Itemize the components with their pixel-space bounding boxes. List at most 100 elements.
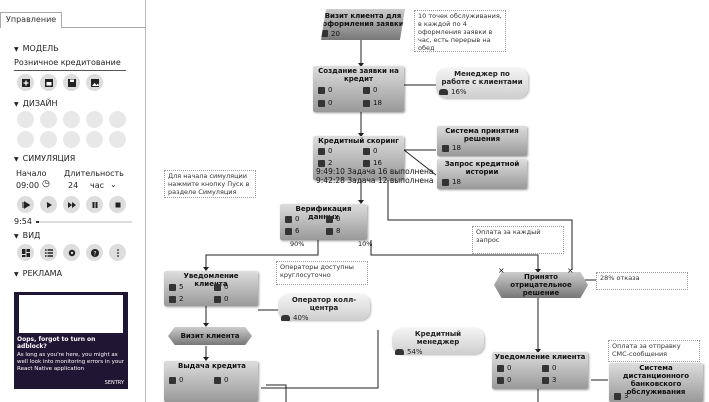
design-tool-3[interactable] xyxy=(63,111,80,128)
node-sysdecision-check: 18 xyxy=(452,144,461,152)
node-visit[interactable]: Визит клиента для оформления заявки 20 xyxy=(321,9,405,40)
ad-brand: SENTRY xyxy=(104,380,124,386)
node-create-b: 0 xyxy=(373,86,378,94)
fast-forward-button[interactable] xyxy=(63,196,80,213)
design-tool-4[interactable] xyxy=(86,111,103,128)
node-scoring-c: 2 xyxy=(328,159,333,167)
save-icon xyxy=(67,78,76,87)
node-history-check: 18 xyxy=(452,178,461,186)
duration-unit-select[interactable]: час xyxy=(90,181,105,190)
design-tool-6[interactable] xyxy=(17,131,34,148)
new-model-button[interactable] xyxy=(17,74,34,91)
help-button[interactable]: ? xyxy=(86,244,103,261)
stop-icon xyxy=(115,202,120,207)
list-icon xyxy=(44,248,53,257)
node-notify1-a: 5 xyxy=(179,283,184,291)
design-tool-1[interactable] xyxy=(17,111,34,128)
close-icon-left: × xyxy=(498,266,505,275)
design-tool-7[interactable] xyxy=(40,131,57,148)
section-ads[interactable]: ▼РЕКЛАМА xyxy=(14,269,63,278)
person-icon xyxy=(497,376,504,384)
stop-button[interactable] xyxy=(109,196,126,213)
node-visit2[interactable]: Визит клиента xyxy=(168,327,252,345)
model-name: Розничное кредитование xyxy=(14,58,121,67)
simulation-time: 9:54 xyxy=(14,217,32,226)
start-label: Начало xyxy=(16,169,47,178)
check-icon xyxy=(321,30,328,37)
section-simulation[interactable]: ▼СИМУЛЯЦИЯ xyxy=(14,154,76,163)
people-icon xyxy=(281,315,290,321)
section-design[interactable]: ▼ДИЗАЙН xyxy=(14,99,58,108)
model-name-underline xyxy=(14,70,126,71)
progress-fill xyxy=(36,221,39,223)
node-notify1[interactable]: Уведомление клиента 5 0 2 0 xyxy=(164,271,258,306)
ad-banner[interactable]: Oops, forgot to turn on adblock? As long… xyxy=(14,292,128,389)
node-notify2-title: Уведомление клиента xyxy=(494,353,586,361)
node-history[interactable]: Запрос кредитной истории 18 xyxy=(437,159,527,189)
node-remote[interactable]: Система дистанционного банковского обслу… xyxy=(609,363,703,402)
duration-input[interactable]: 24 xyxy=(68,181,79,190)
plus-icon xyxy=(21,78,30,87)
design-tool-9[interactable] xyxy=(86,131,103,148)
node-verify-a: 0 xyxy=(295,215,300,223)
node-notify2[interactable]: Уведомление клиента 0 0 0 3 xyxy=(492,352,588,389)
resource-creditmgr-title: Кредитный менеджер xyxy=(414,330,462,346)
design-tool-10[interactable] xyxy=(109,131,126,148)
node-scoring[interactable]: Кредитный скоринг 0 0 2 16 xyxy=(313,136,404,180)
play-icon xyxy=(46,201,52,208)
node-negative[interactable]: Принято отрицательное решение xyxy=(494,272,588,298)
pause-button[interactable] xyxy=(86,196,103,213)
open-icon xyxy=(44,78,53,87)
task-log-2: 9:42:28 Задача 12 выполнена xyxy=(316,176,434,185)
more-vertical-icon xyxy=(116,248,119,257)
process-canvas[interactable]: Визит клиента для оформления заявки 20 С… xyxy=(146,0,709,402)
design-tool-2[interactable] xyxy=(40,111,57,128)
node-issue[interactable]: Выдача кредита 0 0 xyxy=(164,361,258,402)
node-create-c: 0 xyxy=(328,99,333,107)
start-button[interactable] xyxy=(40,196,57,213)
section-model[interactable]: ▼МОДЕЛЬ xyxy=(14,44,59,53)
node-verify[interactable]: Верификация данных 0 0 6 8 xyxy=(280,204,367,240)
play-step-icon xyxy=(22,200,30,209)
node-negative-title: Принято отрицательное решение xyxy=(510,273,572,297)
resource-callcenter[interactable]: Оператор колл-центра 40% xyxy=(278,294,370,322)
save-model-button[interactable] xyxy=(63,74,80,91)
list-view-button[interactable] xyxy=(40,244,57,261)
node-create[interactable]: Создание заявки на кредит 0 0 0 18 xyxy=(313,66,404,112)
node-notify2-a: 0 xyxy=(507,364,512,372)
dashboard-view-button[interactable] xyxy=(17,244,34,261)
node-history-title: Запрос кредитной истории xyxy=(444,160,520,176)
resource-creditmgr[interactable]: Кредитный менеджер 54% xyxy=(392,328,484,356)
resource-manager-pct: 16% xyxy=(451,88,467,96)
node-remote-check: 3 xyxy=(624,392,629,400)
play-button[interactable] xyxy=(17,196,34,213)
node-sysdecision[interactable]: Система принятия решения 18 xyxy=(437,126,527,156)
section-design-label: ДИЗАЙН xyxy=(22,99,58,108)
check-icon xyxy=(614,392,621,400)
queue-icon xyxy=(497,364,504,372)
node-create-a: 0 xyxy=(328,86,333,94)
section-view[interactable]: ▼ВИД xyxy=(14,231,41,240)
tab-control[interactable]: Управление xyxy=(0,12,63,28)
more-button[interactable] xyxy=(109,244,126,261)
resource-callcenter-pct: 40% xyxy=(293,314,309,322)
ad-title: Oops, forgot to turn on adblock? xyxy=(17,336,96,350)
image-icon xyxy=(90,78,99,87)
settings-button[interactable] xyxy=(63,244,80,261)
resource-manager[interactable]: Менеджер по работе с клиентами 16% xyxy=(436,68,528,98)
design-tool-8[interactable] xyxy=(63,131,80,148)
clock-icon: ◷ xyxy=(42,179,50,189)
open-model-button[interactable] xyxy=(40,74,57,91)
node-visit2-title: Визит клиента xyxy=(180,332,240,340)
check-icon xyxy=(214,295,221,303)
progress-bar xyxy=(36,221,132,223)
node-scoring-b: 0 xyxy=(373,147,378,155)
export-image-button[interactable] xyxy=(86,74,103,91)
section-simulation-label: СИМУЛЯЦИЯ xyxy=(22,154,76,163)
node-notify2-c: 0 xyxy=(507,376,512,384)
resource-manager-title: Менеджер по работе с клиентами xyxy=(441,70,523,86)
queue-icon xyxy=(169,283,176,291)
design-tool-5[interactable] xyxy=(109,111,126,128)
start-time-input[interactable]: 09:00 xyxy=(16,181,40,190)
alert-icon xyxy=(363,147,370,155)
